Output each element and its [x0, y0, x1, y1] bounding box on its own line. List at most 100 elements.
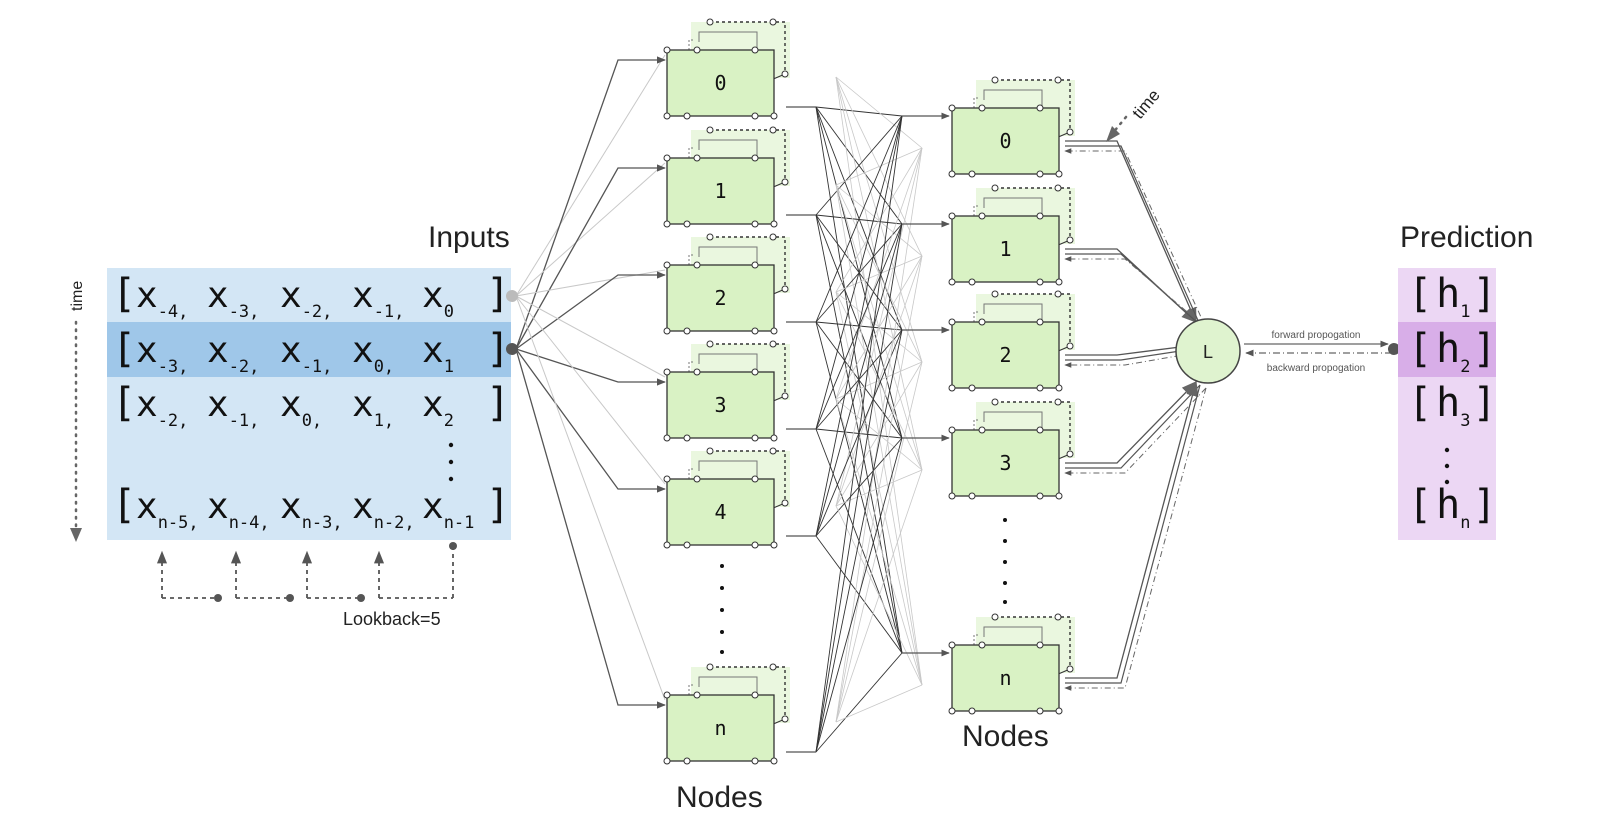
node-port	[770, 434, 778, 442]
node-port	[769, 233, 777, 241]
node-port	[1054, 184, 1062, 192]
node-port	[1036, 104, 1044, 112]
node-box	[951, 321, 1060, 389]
ellipsis-dot	[720, 630, 724, 634]
lstm-node: 1	[663, 126, 790, 228]
input-element: x-4,	[136, 275, 188, 322]
node-port	[978, 104, 986, 112]
input-element: x0,	[352, 330, 394, 377]
node-port	[706, 663, 714, 671]
node-port	[1055, 170, 1063, 178]
node-port	[663, 261, 671, 269]
node-port	[693, 368, 701, 376]
input-rows: []x-4,x-3,x-2,x-1,x0[]x-3,x-2,x-1,x0,x1[…	[112, 271, 510, 533]
node-port	[1036, 170, 1044, 178]
node-port	[751, 112, 759, 120]
lstm-node: 3	[948, 398, 1075, 500]
ellipsis-dot	[448, 442, 454, 448]
loss-label: L	[1203, 342, 1213, 362]
node-port	[663, 154, 671, 162]
node-port	[1066, 128, 1074, 136]
node-recurrent-loop	[995, 401, 1071, 454]
time-label-left: time	[69, 281, 86, 311]
node-port	[663, 434, 671, 442]
hidden-edge	[815, 437, 903, 753]
ellipsis-dot	[1003, 539, 1007, 543]
input-panel: []x-4,x-3,x-2,x-1,x0[]x-3,x-2,x-1,x0,x1[…	[107, 268, 511, 540]
node-port	[1054, 76, 1062, 84]
inputs-label: Inputs	[428, 221, 510, 254]
input-edge	[515, 348, 666, 493]
input-row-close-bracket: ]	[486, 271, 510, 317]
hidden-edge-faint	[835, 255, 923, 723]
input-element: xn-1	[422, 486, 474, 533]
ellipsis-dot	[1003, 581, 1007, 585]
node-port	[991, 76, 999, 84]
node-port	[948, 212, 956, 220]
input-element: x-1,	[207, 384, 259, 431]
hidden-edge	[815, 115, 903, 430]
input-edge-faint	[515, 54, 666, 297]
lstm-node: 3	[663, 340, 790, 442]
input-ellipsis	[448, 442, 454, 482]
node-inner-loop	[688, 361, 695, 372]
node-recurrent-loop	[710, 129, 786, 182]
input-row-open-bracket: [	[112, 380, 136, 426]
input-element: x1,	[352, 384, 394, 431]
loss-backprop-edge	[1064, 387, 1207, 476]
input-edge	[515, 348, 666, 709]
node-port	[663, 327, 671, 335]
node-label: n	[714, 716, 726, 740]
forward-label: forward propogation	[1272, 330, 1361, 341]
loss-edge	[1065, 347, 1201, 361]
nodes-layer2-label: Nodes	[962, 720, 1049, 753]
node-port	[770, 220, 778, 228]
hidden-edge	[815, 115, 903, 753]
node-label: 0	[714, 71, 726, 95]
lstm-node: 2	[663, 233, 790, 335]
node-port	[663, 691, 671, 699]
node-port	[683, 327, 691, 335]
input-edge-faint	[515, 295, 666, 701]
node-port	[663, 46, 671, 54]
node-inner-loop	[688, 39, 695, 50]
input-row-open-bracket: [	[112, 482, 136, 528]
time-axis-left: time	[69, 281, 86, 542]
node-port	[770, 327, 778, 335]
node-inner-loop	[973, 634, 980, 645]
input-edge-faint	[515, 162, 666, 297]
node-port	[751, 691, 759, 699]
node-port	[781, 392, 789, 400]
loss-edge	[1065, 145, 1201, 326]
node-port	[1055, 384, 1063, 392]
node-port	[1066, 342, 1074, 350]
backward-label: backward propogation	[1267, 363, 1365, 374]
node-port	[991, 290, 999, 298]
prediction-element: [h3]	[1408, 380, 1497, 431]
input-element: x-3,	[207, 275, 259, 322]
time-indicator-right: time	[1106, 86, 1164, 142]
time-label-right: time	[1129, 86, 1164, 123]
hidden-edge	[815, 115, 903, 537]
loss-backprop-edge	[1064, 148, 1207, 329]
node-port	[663, 220, 671, 228]
loss-node	[1175, 318, 1241, 384]
node-port	[751, 434, 759, 442]
node-label: 2	[999, 343, 1011, 367]
input-edge	[515, 271, 666, 350]
node-port	[1066, 665, 1074, 673]
ellipsis-dot	[1003, 600, 1007, 604]
node-port	[978, 212, 986, 220]
loss-backprop-edge	[1064, 387, 1207, 691]
hidden-edge	[815, 652, 903, 753]
node-recurrent-loop	[995, 187, 1071, 240]
prediction-element: [h1]	[1408, 271, 1497, 322]
hidden-edge-faint	[835, 147, 923, 186]
node-port	[781, 715, 789, 723]
hidden-edge-faint	[835, 147, 923, 507]
node-label: 1	[999, 237, 1011, 261]
node-inner-loop	[973, 311, 980, 322]
hidden-edge-faint	[835, 469, 923, 723]
